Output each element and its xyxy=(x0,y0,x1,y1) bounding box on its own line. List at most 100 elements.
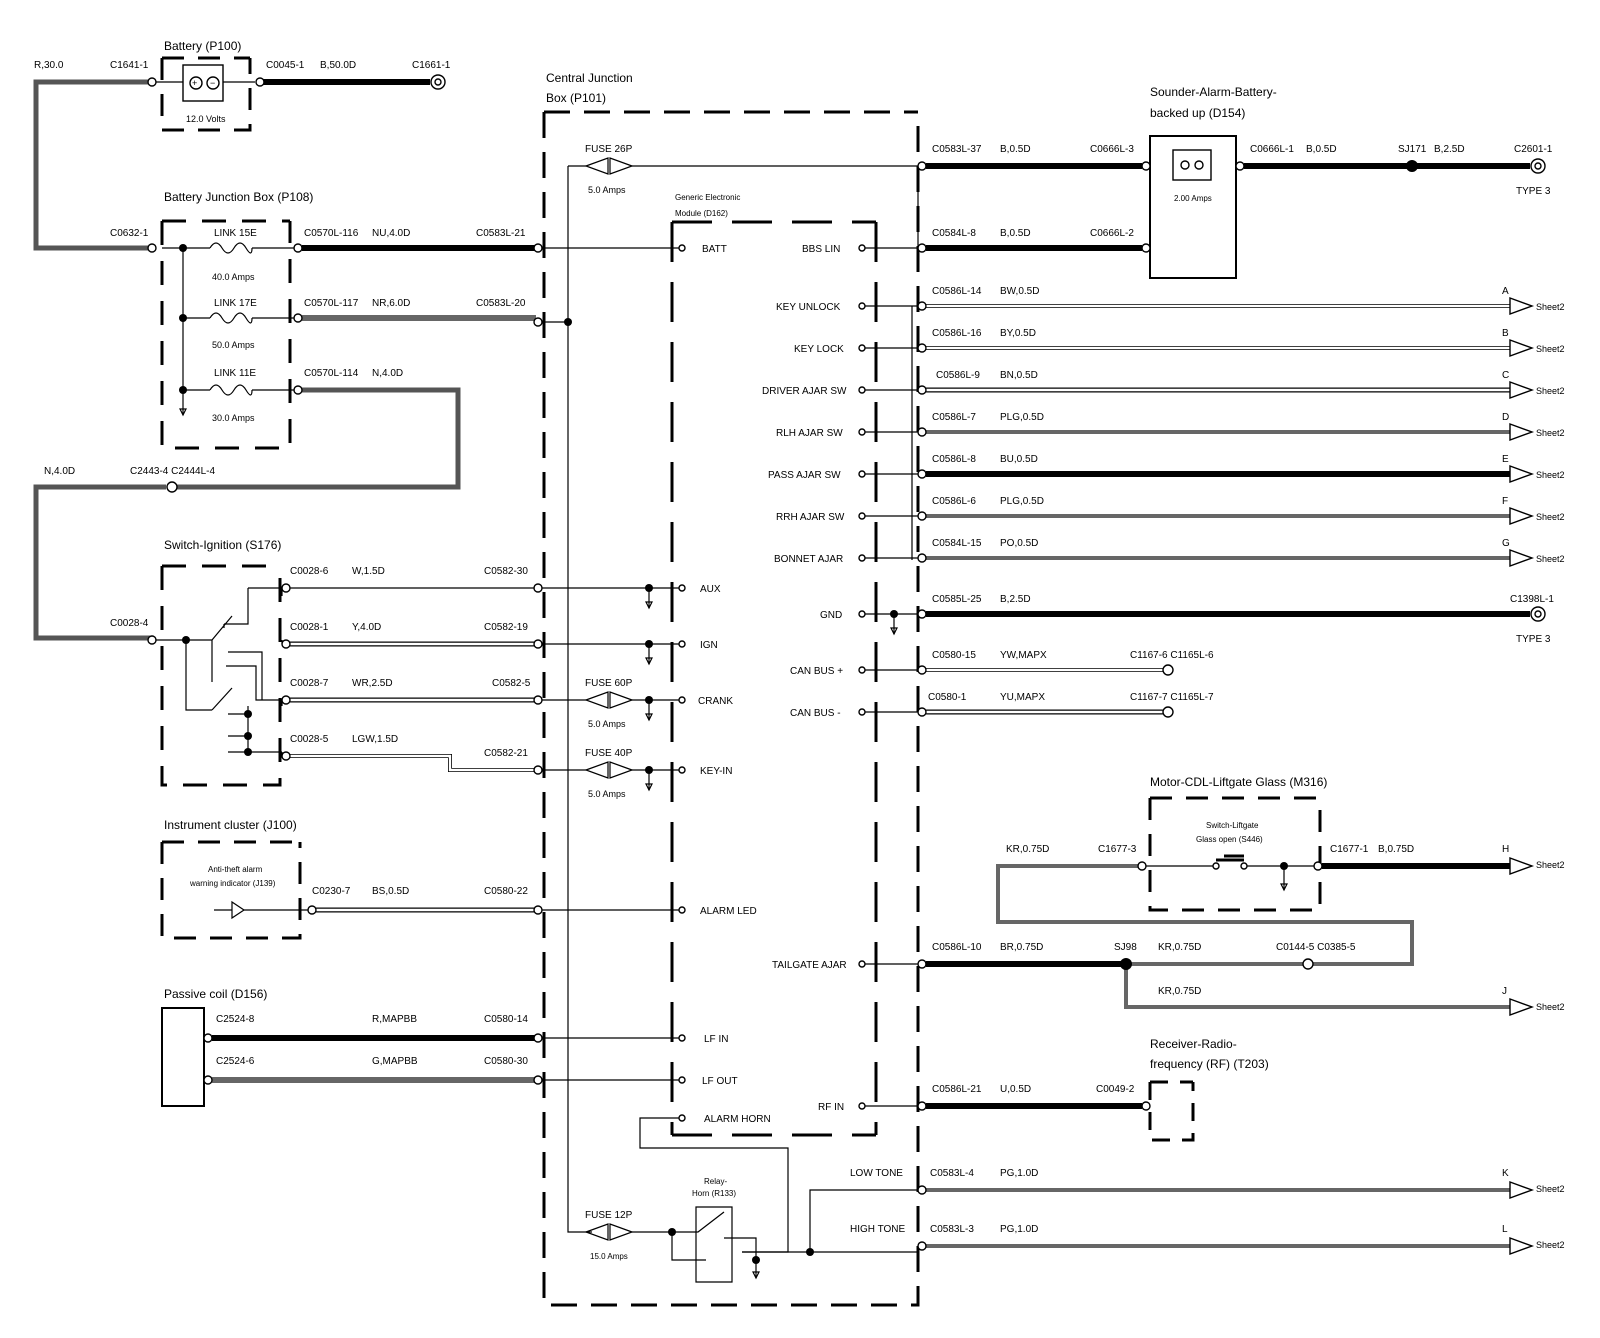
svg-text:+: + xyxy=(192,78,197,88)
connector-icons xyxy=(147,77,1323,1251)
connector-label: C0028-7 xyxy=(290,678,329,689)
sheet-ref: Sheet2 xyxy=(1536,554,1565,564)
connector-label: C1677-3 xyxy=(1098,844,1137,855)
wire-label: NR,6.0D xyxy=(372,298,410,309)
wire-label: BY,0.5D xyxy=(1000,328,1036,339)
sheet-ref: Sheet2 xyxy=(1536,302,1565,312)
sheet-letter: C xyxy=(1502,370,1509,381)
sheet-ref: Sheet2 xyxy=(1536,386,1565,396)
cluster-title: Instrument cluster (J100) xyxy=(164,818,297,832)
relay-box xyxy=(695,1206,733,1283)
wire-label: BN,0.5D xyxy=(1000,370,1038,381)
connector-label: C0580-22 xyxy=(484,886,528,897)
wire-label: NU,4.0D xyxy=(372,228,410,239)
ignition-title: Switch-Ignition (S176) xyxy=(164,538,281,552)
wire-label: R,MAPBB xyxy=(372,1014,417,1025)
wire-label: B,50.0D xyxy=(320,60,356,71)
pin-key-unlock: KEY UNLOCK xyxy=(776,302,841,313)
sounder-rating: 2.00 Amps xyxy=(1174,194,1212,203)
connector-label: C0045-1 xyxy=(266,60,305,71)
pin-gnd: GND xyxy=(820,610,842,621)
link-11e-rating: 30.0 Amps xyxy=(212,413,255,423)
pin-tailgate-ajar: TAILGATE AJAR xyxy=(772,960,847,971)
connector-label: C0580-15 xyxy=(932,650,976,661)
connector-label: C0666L-3 xyxy=(1090,144,1134,155)
ground-type-label: TYPE 3 xyxy=(1516,634,1551,645)
connector-label: C0586L-21 xyxy=(932,1084,982,1095)
wire-label: B,2.5D xyxy=(1434,144,1465,155)
cjb-box xyxy=(542,110,920,1307)
connector-label: C0580-1 xyxy=(928,692,967,703)
switch-label-1: Switch-Liftgate xyxy=(1206,821,1259,830)
receiver-title-2: frequency (RF) (T203) xyxy=(1150,1057,1269,1071)
wire-label: PLG,0.5D xyxy=(1000,496,1044,507)
pin-alarm-led: ALARM LED xyxy=(700,906,757,917)
connector-label: C0582-19 xyxy=(484,622,528,633)
wire-label: KR,0.75D xyxy=(1006,844,1049,855)
wire-label: KR,0.75D xyxy=(1158,942,1201,953)
pin-can-plus: CAN BUS + xyxy=(790,666,843,677)
sheet-letter: D xyxy=(1502,412,1509,423)
gem-title-2: Module (D162) xyxy=(675,209,728,218)
connector-label: C0570L-114 xyxy=(304,368,359,379)
connector-label: C1641-1 xyxy=(110,60,149,71)
pin-lf-out: LF OUT xyxy=(702,1076,738,1087)
sheet-ref: Sheet2 xyxy=(1536,470,1565,480)
wire-label: B,0.5D xyxy=(1306,144,1337,155)
ground-type-label: TYPE 3 xyxy=(1516,186,1551,197)
pin-pass-ajar: PASS AJAR SW xyxy=(768,470,841,481)
pin-can-minus: CAN BUS - xyxy=(790,708,841,719)
connector-label: C2524-8 xyxy=(216,1014,255,1025)
gem-box xyxy=(670,220,878,1137)
wire-label: U,0.5D xyxy=(1000,1084,1031,1095)
wire-label: B,2.5D xyxy=(1000,594,1031,605)
link-11e: LINK 11E xyxy=(214,368,256,379)
pin-lf-in: LF IN xyxy=(704,1034,728,1045)
connector-label: C0586L-8 xyxy=(932,454,976,465)
wire-label: BU,0.5D xyxy=(1000,454,1038,465)
pin-driver-ajar: DRIVER AJAR SW xyxy=(762,386,847,397)
cjb-title-2: Box (P101) xyxy=(546,91,606,105)
motor-box xyxy=(1148,796,1322,912)
connector-label: C2524-6 xyxy=(216,1056,255,1067)
connector-label: C0583L-4 xyxy=(930,1168,974,1179)
wire-label: Y,4.0D xyxy=(352,622,381,633)
fuse-40p-rating: 5.0 Amps xyxy=(588,789,626,799)
connector-label: C0586L-16 xyxy=(932,328,982,339)
indicator-label-2: warning indicator (J139) xyxy=(189,879,276,888)
wire-label: PLG,0.5D xyxy=(1000,412,1044,423)
fuse-60p-rating: 5.0 Amps xyxy=(588,719,626,729)
connector-label: C2601-1 xyxy=(1514,144,1553,155)
connector-label: C0632-1 xyxy=(110,228,149,239)
sheet-letter: J xyxy=(1502,986,1507,997)
pin-low-tone: LOW TONE xyxy=(850,1168,903,1179)
pin-crank: CRANK xyxy=(698,696,733,707)
sheet-letter: F xyxy=(1502,496,1508,507)
pin-key-lock: KEY LOCK xyxy=(794,344,844,355)
sheet-letter: E xyxy=(1502,454,1509,465)
pin-alarm-horn: ALARM HORN xyxy=(704,1114,771,1125)
sheet-ref: Sheet2 xyxy=(1536,1002,1565,1012)
pin-bonnet-ajar: BONNET AJAR xyxy=(774,554,843,565)
connector-label: C0586L-6 xyxy=(932,496,976,507)
fuse-26p: FUSE 26P xyxy=(585,144,633,155)
sheet-letter: K xyxy=(1502,1168,1509,1179)
switch-label-2: Glass open (S446) xyxy=(1196,835,1263,844)
coil-box xyxy=(161,1007,205,1107)
pin-batt: BATT xyxy=(702,244,727,255)
sounder-title-1: Sounder-Alarm-Battery- xyxy=(1150,85,1277,99)
pin-rlh-ajar: RLH AJAR SW xyxy=(776,428,843,439)
wire-label: BR,0.75D xyxy=(1000,942,1043,953)
pin-ign: IGN xyxy=(700,640,718,651)
pin-high-tone: HIGH TONE xyxy=(850,1224,906,1235)
splice-dots xyxy=(179,160,1418,1264)
ignition-box xyxy=(160,564,282,787)
wire-label: B,0.75D xyxy=(1378,844,1414,855)
sheet-letter: B xyxy=(1502,328,1509,339)
wire-label: WR,2.5D xyxy=(352,678,393,689)
connector-label: C0586L-10 xyxy=(932,942,982,953)
wire-label: B,0.5D xyxy=(1000,228,1031,239)
connector-label: C0144-5 C0385-5 xyxy=(1276,942,1356,953)
connector-label: C1167-6 C1165L-6 xyxy=(1130,650,1214,661)
